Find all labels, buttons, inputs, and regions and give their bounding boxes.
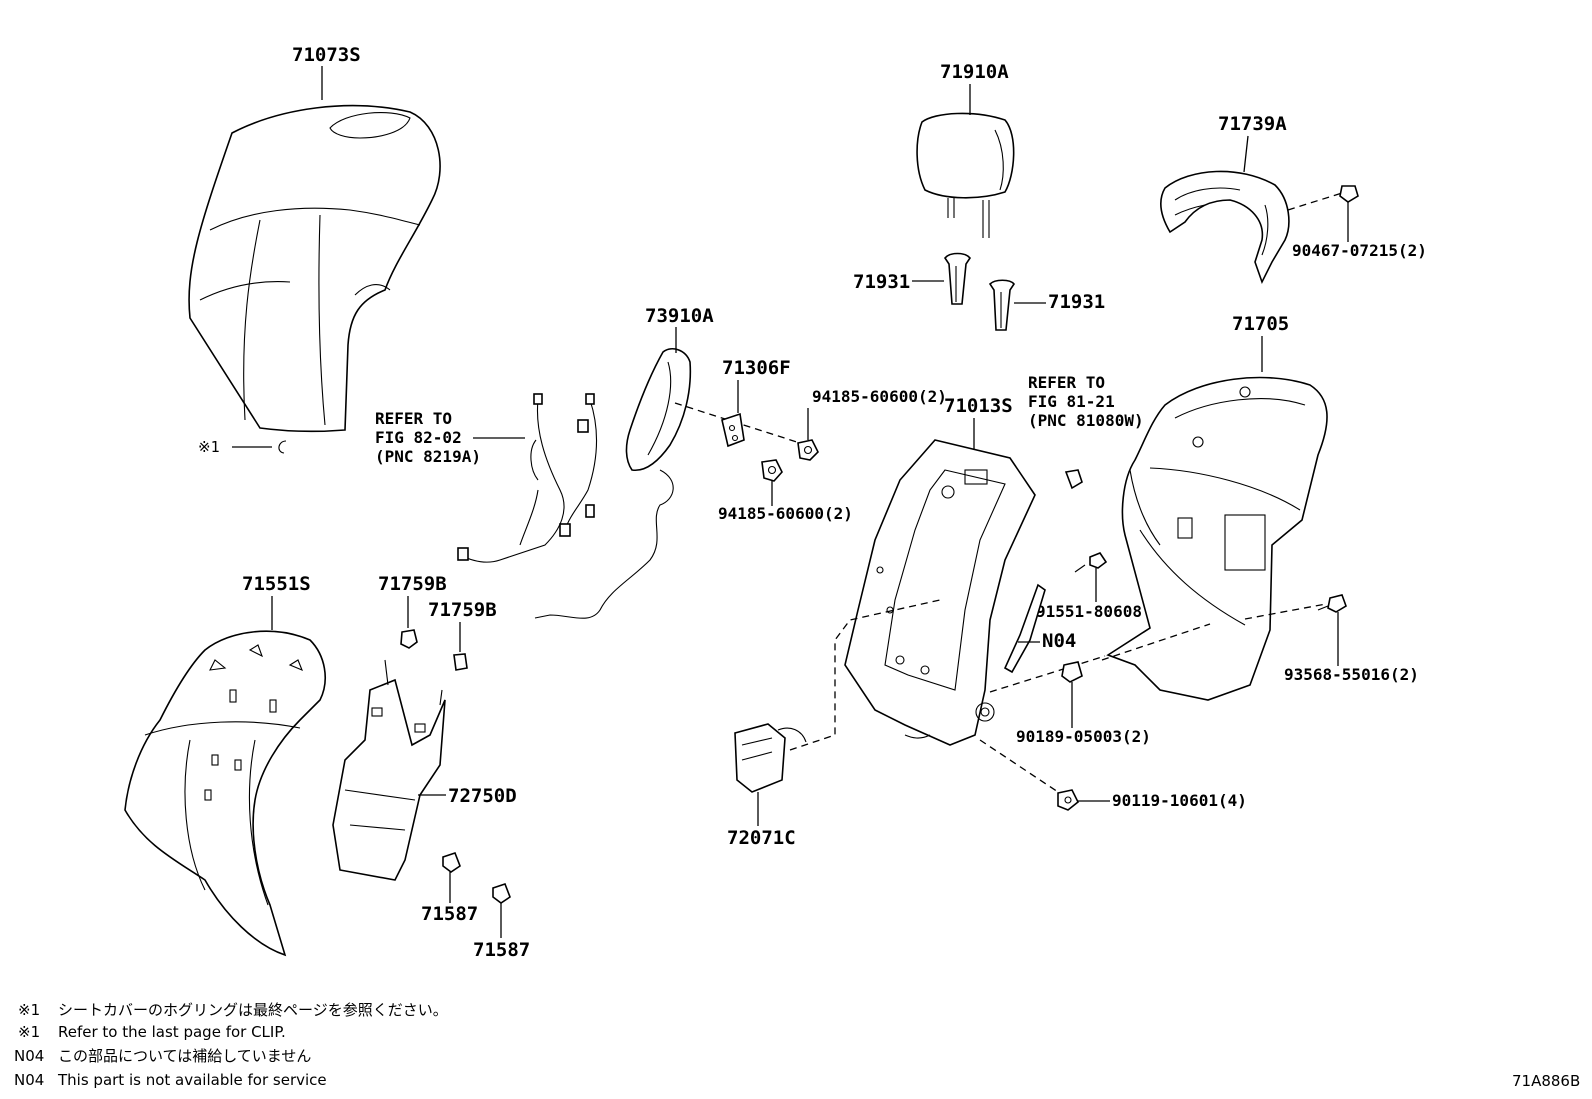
bolt-91551-drawing [1074,552,1108,573]
recliner-motor-drawing [734,723,807,793]
dash-90189 [989,655,1106,693]
label-71759B-left: 71759B [378,573,447,595]
label-72750D: 72750D [448,785,517,807]
label-71759B-right: 71759B [428,599,497,621]
headrest-support-left-drawing [944,252,971,305]
label-71910A: 71910A [940,61,1009,83]
note-1-text: シートカバーのホグリングは最終ページを参照ください。 [58,1001,448,1019]
note-3-text: この部品については補給していません [58,1047,311,1065]
ref-frame-line2: FIG 81-21 [1028,392,1115,411]
part-N04-drawing [1003,583,1046,674]
ref-frame-line1: REFER TO [1028,373,1105,392]
dash-90467 [1287,192,1343,211]
label-71931-right: 71931 [1048,291,1105,313]
side-airbag-drawing [534,348,692,619]
frame-ref-part-drawing [1064,469,1083,490]
label-71073S: 71073S [292,44,361,66]
seatback-frame-drawing [844,439,1036,746]
note-1-mark: ※1 [18,1001,40,1019]
label-73910A: 73910A [645,305,714,327]
dash-72071C [789,599,941,751]
ref-frame-line3: (PNC 81080W) [1028,411,1144,430]
label-72071C: 72071C [727,827,796,849]
seatback-pad-drawing [124,630,326,957]
dash-90119 [979,739,1059,793]
seatback-trim-drawing [1160,170,1290,285]
dash-93568-lower [1101,623,1211,661]
note-3-mark: N04 [14,1047,44,1065]
label-71306F: 71306F [722,357,791,379]
label-N04: N04 [1042,630,1076,652]
clip-marker: ※1 [198,438,220,456]
note-4-mark: N04 [14,1071,44,1089]
wire-harness-drawing [457,393,598,563]
clip-90467-drawing [1339,185,1359,203]
headrest-support-right-drawing [988,279,1015,331]
leader-71739A [1243,135,1249,173]
nut-94185-upper-drawing [797,439,819,461]
label-90189-05003: 90189-05003(2) [1016,727,1151,746]
label-71013S: 71013S [944,395,1013,417]
ref-harness-line1: REFER TO [375,409,452,428]
screw-93568-drawing [1317,594,1347,613]
clip-71759B-right-drawing [453,653,468,671]
seatback-cover-drawing [188,104,441,433]
hook-71587-left-drawing [442,851,461,873]
seatback-back-board-drawing [1106,376,1328,701]
hog-ring-clip-drawing [278,440,287,454]
note-2-text: Refer to the last page for CLIP. [58,1023,286,1041]
label-90467-07215: 90467-07215(2) [1292,241,1427,260]
ref-harness-line3: (PNC 8219A) [375,447,481,466]
label-71739A: 71739A [1218,113,1287,135]
label-90119-10601: 90119-10601(4) [1112,791,1247,810]
bolt-90119-drawing [1057,789,1080,811]
label-91551-80608: 91551-80608 [1036,602,1142,621]
seatback-board-drawing [332,659,446,881]
nut-90189-drawing [1061,661,1083,683]
note-2-mark: ※1 [18,1023,40,1041]
label-71705: 71705 [1232,313,1289,335]
clip-71759B-left-drawing [400,629,418,649]
label-94185-60600-upper: 94185-60600(2) [812,387,947,406]
label-71931-left: 71931 [853,271,910,293]
label-94185-60600-lower: 94185-60600(2) [718,504,853,523]
label-71587-right: 71587 [473,939,530,961]
label-93568-55016: 93568-55016(2) [1284,665,1419,684]
note-4-text: This part is not available for service [57,1071,327,1089]
label-71587-left: 71587 [421,903,478,925]
label-71551S: 71551S [242,573,311,595]
dash-93568-upper [1244,603,1327,620]
ref-harness-line2: FIG 82-02 [375,428,462,447]
headrest-drawing [916,112,1015,238]
nut-94185-lower-drawing [761,459,783,482]
bracket-71306F-drawing [721,412,745,448]
diagram-id: 71A886B [1512,1072,1580,1090]
hook-71587-right-drawing [492,882,511,904]
